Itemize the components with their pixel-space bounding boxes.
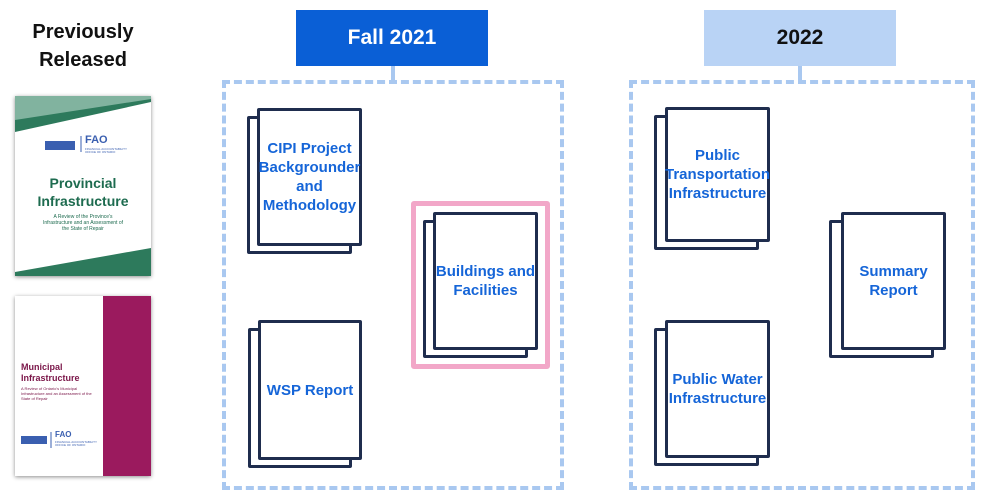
cover-subtitle: A Review of the Province's Infrastructur… [42,214,124,232]
cover-decoration [21,296,151,476]
highlight-frame [411,201,550,369]
fall-2021-group [222,80,564,490]
connector-line [391,66,395,82]
year-2022-header: 2022 [704,10,896,66]
municipal-infrastructure-cover: Municipal Infrastructure A Review of Ont… [15,296,151,476]
cover-title: Provincial Infrastructure [37,175,129,209]
doc-label: CIPI Project Backgrounder and Methodolog… [258,140,361,214]
doc-front-page [258,320,362,460]
year-2022-group [629,80,975,490]
cover-subtitle: A Review of Ontario's Municipal Infrastr… [21,386,92,401]
doc-label: WSP Report [266,381,354,399]
fall-2021-header: Fall 2021 [296,10,488,66]
doc-front-page [665,107,770,242]
cover-decoration [15,96,151,276]
fao-logo-subtitle: FINANCIAL ACCOUNTABILITY OFFICE OF ONTAR… [85,147,127,154]
provincial-infrastructure-cover: FAO FINANCIAL ACCOUNTABILITY OFFICE OF O… [15,96,151,276]
doc-label: Public Water Infrastructure [668,371,767,407]
previously-released-heading: Previously Released [32,21,134,71]
connector-line [798,66,802,82]
doc-front-page [433,212,538,350]
doc-label: Summary Report [859,263,928,299]
doc-label: Public Transportation Infrastructure [665,147,771,202]
fao-logo: FAO [55,430,72,439]
doc-front-page [841,212,946,350]
cover-title: Municipal Infrastructure [21,362,80,383]
doc-label: Buildings and Facilities [435,263,536,299]
fao-logo-subtitle: FINANCIAL ACCOUNTABILITY OFFICE OF ONTAR… [55,440,97,447]
fao-logo: FAO [85,134,108,146]
doc-front-page [257,108,362,246]
doc-front-page [665,320,770,458]
